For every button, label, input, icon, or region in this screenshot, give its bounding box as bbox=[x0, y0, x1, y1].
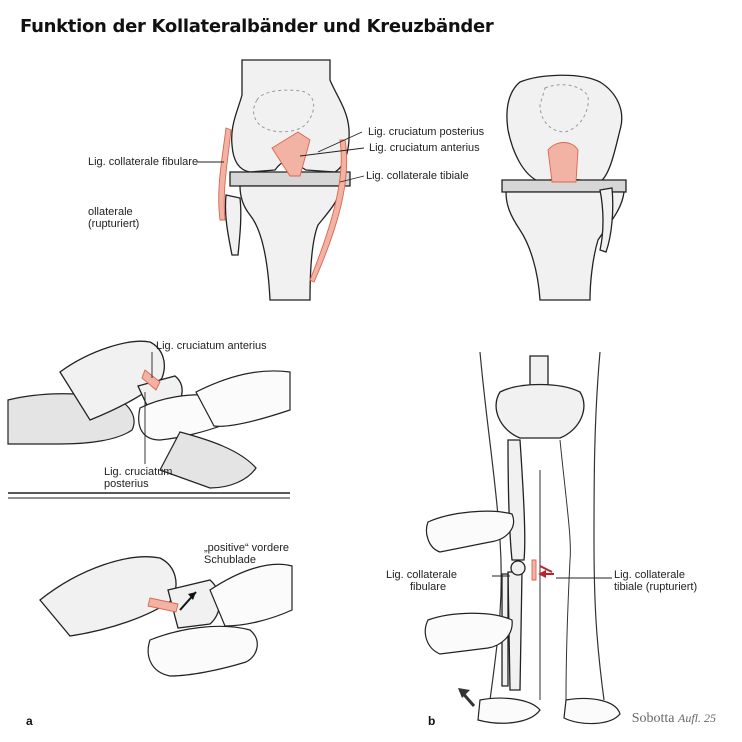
tibiale-ligament-ruptured bbox=[531, 559, 537, 581]
label-b-collaterale-tibiale-1: Lig. collaterale bbox=[614, 569, 685, 581]
cruciate-ligaments bbox=[547, 142, 579, 183]
meniscus bbox=[229, 171, 351, 187]
label-cruciatum-anterius: Lig. cruciatum anterius bbox=[369, 142, 480, 154]
patella-outline bbox=[253, 89, 315, 133]
label-a-schublade-1: „positive“ vordere bbox=[204, 542, 289, 554]
label-a-schublade-2: Schublade bbox=[204, 554, 256, 566]
label-a-cruciatum-anterius: Lig. cruciatum anterius bbox=[156, 340, 267, 352]
standing-figure bbox=[424, 351, 621, 725]
drawer-test-upper bbox=[7, 340, 291, 499]
anterior-cruciate bbox=[141, 369, 161, 391]
knee-flexed-view bbox=[501, 74, 627, 301]
femur bbox=[59, 340, 165, 421]
anterior-cruciate-stretched bbox=[147, 597, 179, 613]
left-foot bbox=[477, 697, 541, 724]
meniscus bbox=[501, 179, 627, 193]
examiner-hand-upper bbox=[425, 510, 515, 553]
examiner-hand-lower bbox=[424, 612, 513, 655]
lower-leg bbox=[159, 431, 257, 489]
panel-letter-b: b bbox=[428, 714, 436, 728]
publisher-brand: Sobotta Aufl. 25 bbox=[632, 711, 716, 727]
right-foot bbox=[563, 697, 621, 725]
brand-name: Sobotta bbox=[631, 711, 675, 726]
brand-edition: Aufl. 25 bbox=[678, 711, 716, 725]
label-collaterale-fibulare: Lig. collaterale fibulare bbox=[88, 156, 199, 168]
collateral-fibulare-ligament bbox=[218, 127, 232, 221]
label-ruptured-line2: (rupturiert) bbox=[88, 218, 140, 230]
label-a-cruciatum-posterius-1: Lig. cruciatum bbox=[104, 466, 173, 478]
fibula bbox=[599, 187, 614, 253]
label-b-collaterale-tibiale-2: tibiale (rupturiert) bbox=[614, 581, 698, 593]
femur-condyles bbox=[506, 74, 623, 183]
panel-letter-a: a bbox=[26, 714, 33, 728]
forearm bbox=[195, 370, 291, 427]
forearm bbox=[209, 563, 293, 627]
fibula bbox=[224, 194, 242, 256]
left-patella bbox=[510, 560, 526, 576]
label-cruciatum-posterius: Lig. cruciatum posterius bbox=[368, 126, 485, 138]
patella-outline bbox=[539, 84, 589, 133]
page-title: Funktion der Kollateralbänder und Kreuzb… bbox=[20, 16, 494, 37]
label-ruptured-line1: ollaterale bbox=[88, 206, 133, 218]
femur bbox=[39, 556, 177, 637]
label-b-collaterale-fibulare-1: Lig. collaterale bbox=[386, 569, 457, 581]
label-collaterale-tibiale: Lig. collaterale tibiale bbox=[366, 170, 469, 182]
pelvis bbox=[495, 383, 585, 439]
collateral-tibiale-ligament bbox=[309, 139, 348, 283]
cruciate-ligaments bbox=[271, 131, 311, 177]
drawer-test-lower bbox=[39, 556, 293, 677]
tibia bbox=[239, 185, 341, 301]
knee-anterior-view bbox=[197, 59, 365, 301]
label-b-collaterale-fibulare-2: fibulare bbox=[410, 581, 447, 593]
left-femur bbox=[507, 439, 526, 561]
label-a-cruciatum-posterius-2: posterius bbox=[104, 478, 149, 490]
examiner-hand bbox=[147, 625, 258, 677]
